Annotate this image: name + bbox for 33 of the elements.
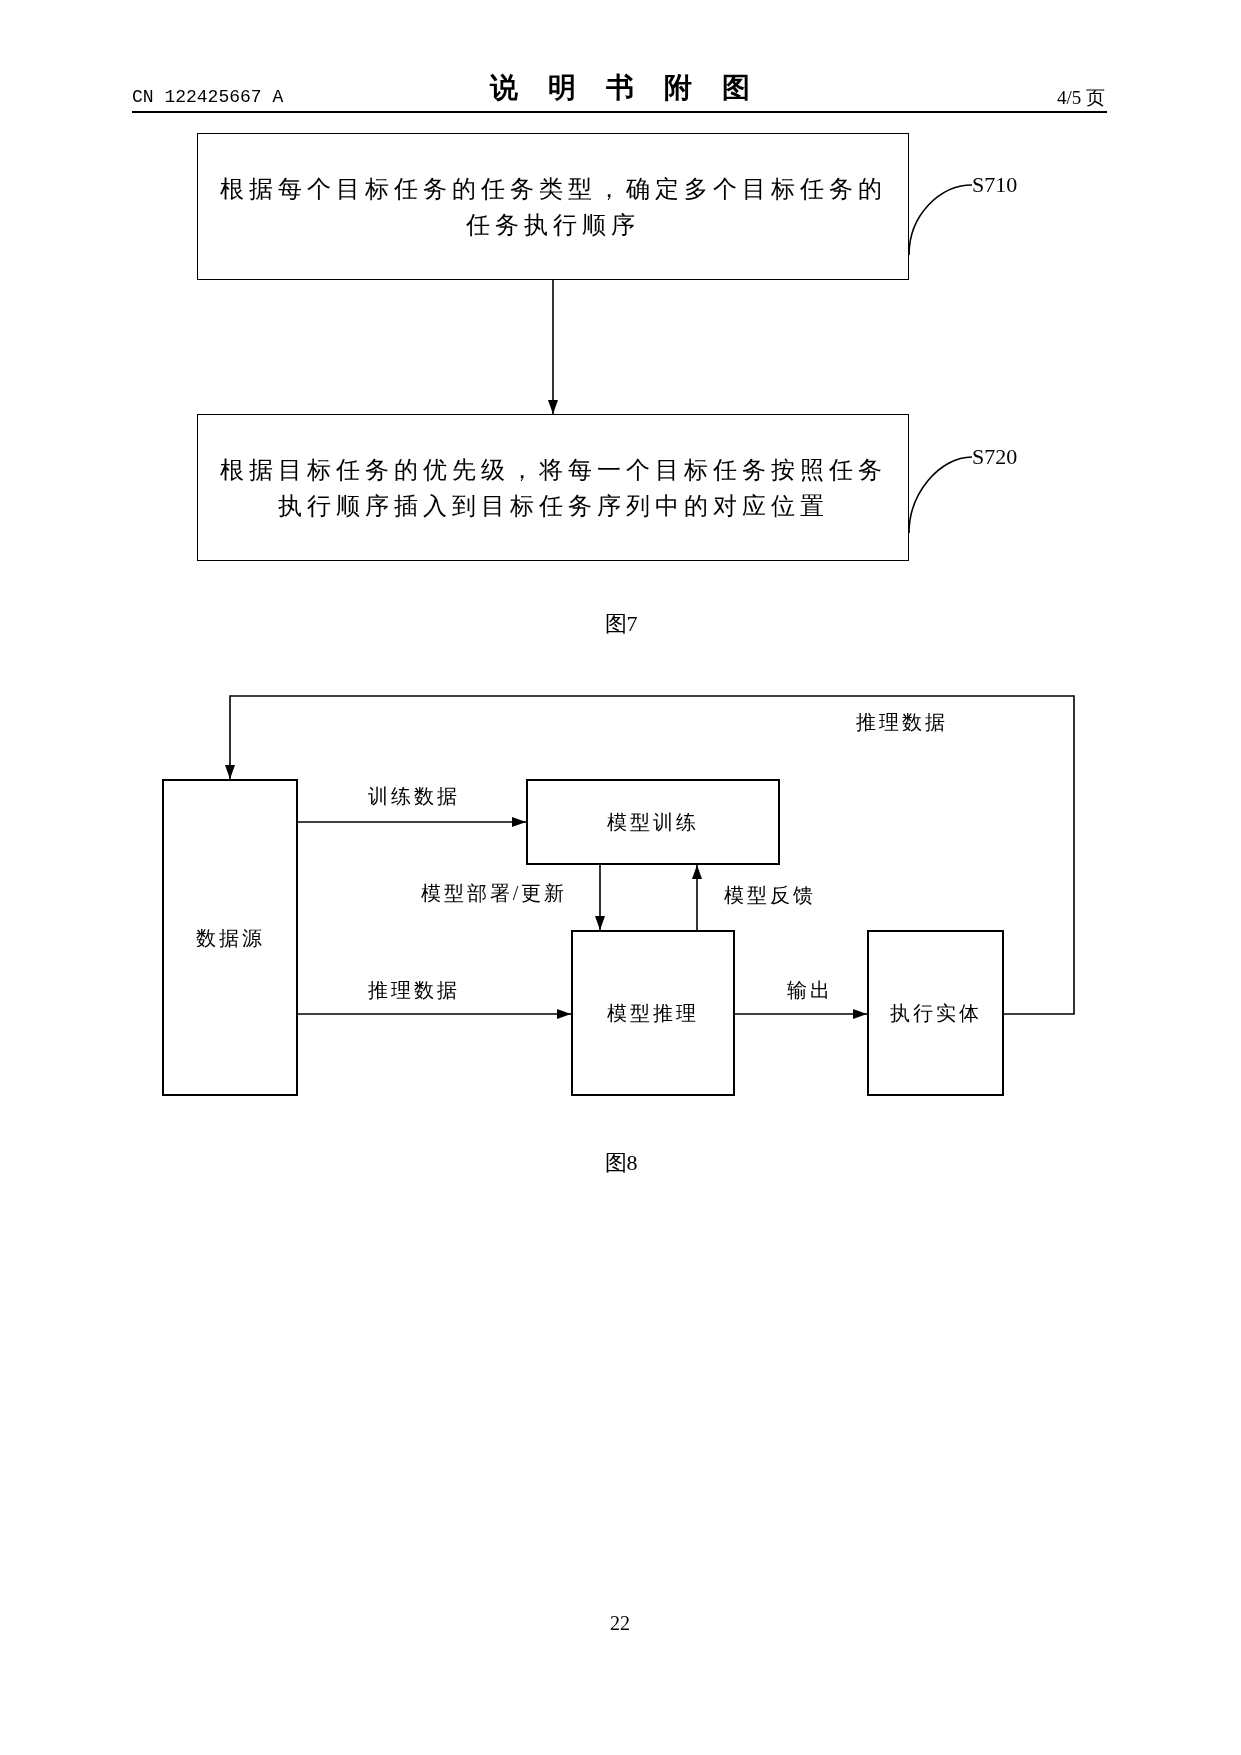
edge-label: 训练数据 (368, 786, 460, 806)
step-label: S720 (972, 442, 1036, 472)
process-box (526, 779, 780, 865)
box-text: 执行实体 (889, 1001, 982, 1026)
step-label: S710 (972, 170, 1036, 200)
process-box (197, 133, 909, 280)
arrow (734, 1009, 868, 1019)
edge-label: 推理数据 (368, 980, 460, 1000)
box-text: 数据源 (195, 925, 265, 951)
arrow (692, 864, 702, 931)
figure-caption: 图7 (604, 613, 638, 635)
box-text: 根据每个目标任务的任务类型，确定多个目标任务的任务执行顺序 (218, 174, 888, 240)
page-indicator: 4/5 页 (1056, 87, 1105, 107)
arrow (225, 695, 1075, 1015)
edge-label: 输出 (787, 980, 833, 1000)
arrow (297, 817, 527, 827)
page-title: 说明书附图 (490, 71, 780, 105)
process-box (867, 930, 1004, 1096)
edge-label: 推理数据 (856, 712, 948, 732)
process-box (571, 930, 735, 1096)
edge-label: 模型部署/更新 (420, 883, 568, 903)
arrow (548, 279, 558, 415)
arrow (297, 1009, 572, 1019)
box-text: 模型训练 (607, 810, 699, 835)
box-text: 模型推理 (607, 1001, 699, 1026)
patent-number: CN 122425667 A (132, 88, 284, 106)
page-number: 22 (610, 1613, 630, 1633)
process-box (197, 414, 909, 561)
arrow (595, 864, 605, 931)
box-text: 根据目标任务的优先级，将每一个目标任务按照任务执行顺序插入到目标任务序列中的对应位置 (218, 455, 888, 521)
edge-label: 模型反馈 (724, 885, 816, 905)
figure-caption: 图8 (604, 1152, 638, 1174)
process-box (162, 779, 298, 1096)
